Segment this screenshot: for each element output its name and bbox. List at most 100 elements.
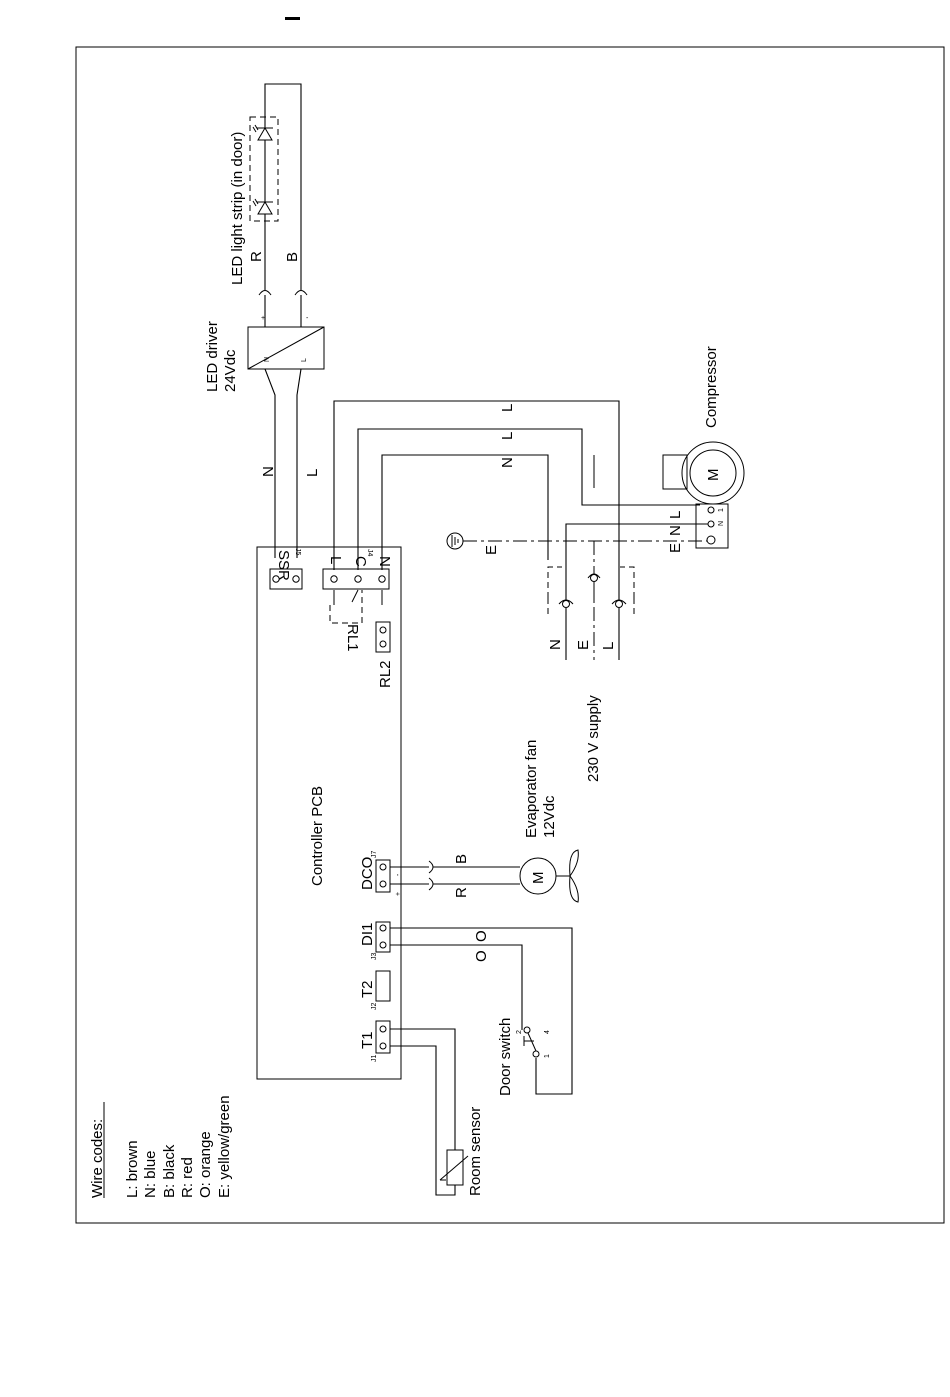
svg-text:-: - bbox=[306, 315, 309, 322]
led-strip-housing bbox=[249, 116, 279, 222]
rl1-relay-outline bbox=[329, 590, 363, 624]
ssr-connector bbox=[269, 568, 303, 590]
svg-text:J4: J4 bbox=[366, 549, 373, 557]
controller-pcb-box bbox=[256, 546, 402, 1080]
led-strip-label: LED light strip (in door) bbox=[229, 132, 246, 285]
led-driver-box bbox=[247, 326, 325, 370]
evaporator-fan: Evaporator fan 12Vdc B R M bbox=[390, 740, 579, 903]
fan-motor-symbol: M bbox=[530, 872, 547, 885]
compressor-wire-l-label: L bbox=[667, 511, 684, 519]
compressor-terminal-block bbox=[695, 503, 729, 549]
compressor-label: Compressor bbox=[703, 346, 720, 428]
led-diode-icon bbox=[257, 127, 273, 141]
rl1-connector bbox=[322, 568, 390, 590]
wire-code-o: O: orange bbox=[197, 1131, 214, 1198]
header-mark bbox=[285, 17, 300, 20]
rl1-l-label: L bbox=[327, 556, 344, 564]
door-switch-label: Door switch bbox=[497, 1018, 514, 1096]
svg-text:J7: J7 bbox=[371, 851, 378, 859]
fan-blade-icon bbox=[569, 849, 579, 878]
svg-text:-: - bbox=[395, 873, 402, 876]
controller-pcb: Controller PCB SSR J5 L C N J4 RL1 RL2 D… bbox=[256, 546, 402, 1080]
t2-connector bbox=[375, 970, 391, 1002]
evaporator-fan-label: Evaporator fan bbox=[523, 740, 540, 838]
led-driver-label: LED driver bbox=[204, 321, 221, 392]
svg-text:+: + bbox=[261, 315, 265, 322]
svg-text:4: 4 bbox=[544, 1030, 551, 1034]
ssr-label: SSR bbox=[275, 550, 292, 581]
diagram-frame bbox=[75, 46, 945, 1224]
plug-connector-icon bbox=[294, 290, 308, 296]
rl1-c-label: C bbox=[352, 556, 369, 567]
rl1-n-label: N bbox=[376, 556, 393, 567]
evaporator-fan-voltage-label: 12Vdc bbox=[541, 795, 558, 838]
fan-wire-r-label: R bbox=[453, 887, 470, 898]
compressor-wire-e-label: E bbox=[667, 543, 684, 553]
wire-codes-legend: Wire codes: L: brown N: blue B: black R:… bbox=[89, 1095, 233, 1198]
svg-text:N: N bbox=[718, 521, 725, 526]
earth-wire-e-label: E bbox=[483, 545, 500, 555]
led-light-strip: LED light strip (in door) R B bbox=[229, 83, 308, 327]
plug-connector-icon bbox=[428, 860, 434, 874]
led-driver: LED driver 24Vdc + - N L N L bbox=[204, 315, 325, 558]
supply-label: 230 V supply bbox=[585, 695, 602, 782]
led-diode-icon bbox=[257, 201, 273, 215]
led-driver-voltage-label: 24Vdc bbox=[222, 349, 239, 392]
svg-text:1: 1 bbox=[718, 508, 725, 512]
led-wire-r-label: R bbox=[248, 251, 265, 262]
earth-icon bbox=[706, 535, 716, 545]
thermistor-icon bbox=[446, 1149, 464, 1186]
fan-wire-b-label: B bbox=[453, 854, 470, 864]
t1-label: T1 bbox=[359, 1031, 376, 1049]
supply-wire-l-label: L bbox=[600, 642, 617, 650]
door-switch: O O 2 4 1 Door switch bbox=[390, 927, 573, 1096]
plug-connector-icon bbox=[258, 290, 272, 296]
room-sensor-label: Room sensor bbox=[467, 1107, 484, 1196]
di1-wire-o-label: O bbox=[473, 950, 490, 962]
plug-connector-icon bbox=[428, 877, 434, 891]
svg-text:J3: J3 bbox=[371, 953, 378, 961]
wire-code-b: B: black bbox=[161, 1144, 178, 1198]
t1-connector bbox=[375, 1020, 391, 1054]
door-switch-contact-icon bbox=[523, 1026, 531, 1034]
driver-wire-l-label: L bbox=[304, 469, 321, 477]
compressor-wire-n-label: N bbox=[667, 525, 684, 536]
rl2-label: RL2 bbox=[377, 660, 394, 688]
wire-n-label: N bbox=[499, 457, 516, 468]
supply-wire-n-label: N bbox=[547, 639, 564, 650]
svg-text:+: + bbox=[395, 892, 402, 896]
di1-connector bbox=[375, 921, 391, 953]
supply-plug: N E L 230 V supply bbox=[547, 566, 635, 782]
power-wiring: L L N L L bbox=[333, 400, 700, 600]
door-switch-contact-icon bbox=[532, 1050, 540, 1058]
supply-wire-e-label: E bbox=[575, 640, 592, 650]
controller-pcb-label: Controller PCB bbox=[309, 786, 326, 886]
compressor-motor-symbol: M bbox=[705, 469, 722, 482]
wire-code-e: E: yellow/green bbox=[216, 1095, 233, 1198]
di1-wire-o-label: O bbox=[473, 930, 490, 942]
wire-code-r: R: red bbox=[179, 1157, 196, 1198]
svg-text:L: L bbox=[301, 358, 308, 362]
rl1-label: RL1 bbox=[344, 624, 361, 652]
dco-label: DCO bbox=[359, 857, 376, 890]
compressor: Compressor M 1 N L N E bbox=[565, 346, 745, 600]
svg-text:2: 2 bbox=[516, 1030, 523, 1034]
wire-code-l: L: brown bbox=[124, 1140, 141, 1198]
wire-l-label: L bbox=[499, 432, 516, 440]
svg-text:J5: J5 bbox=[294, 548, 301, 556]
room-sensor: Room sensor bbox=[390, 1028, 484, 1196]
di1-label: DI1 bbox=[359, 923, 376, 946]
svg-text:J2: J2 bbox=[371, 1003, 378, 1011]
svg-text:J1: J1 bbox=[371, 1055, 378, 1063]
rl2-connector bbox=[375, 621, 391, 653]
svg-text:N: N bbox=[264, 357, 271, 362]
svg-text:1: 1 bbox=[544, 1054, 551, 1058]
led-wire-b-label: B bbox=[284, 252, 301, 262]
wire-l-label: L bbox=[499, 404, 516, 412]
earth-wiring: E bbox=[446, 532, 707, 600]
driver-wire-n-label: N bbox=[260, 466, 277, 477]
fan-blade-icon bbox=[569, 874, 579, 903]
wire-codes-title: Wire codes: bbox=[89, 1119, 106, 1198]
